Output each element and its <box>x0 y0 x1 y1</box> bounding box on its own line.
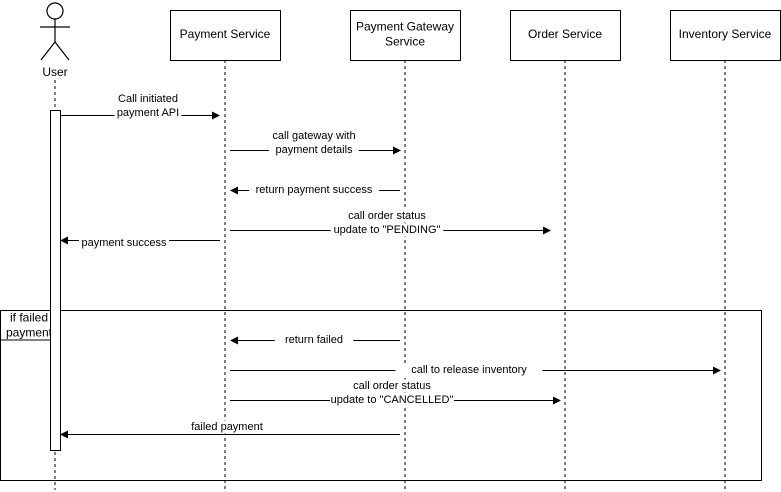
label-background <box>274 333 354 347</box>
message-label-line: failed payment <box>191 421 263 433</box>
message-label-line: payment details <box>275 144 353 156</box>
message-label: payment success <box>79 236 169 250</box>
participant-order-box <box>510 10 621 61</box>
message-payment-to-user: payment success <box>60 236 220 250</box>
label-background <box>263 129 365 143</box>
label-background <box>249 183 379 197</box>
participant-user-label-line: User <box>42 65 67 79</box>
participant-gateway-label-line: Service <box>385 35 425 49</box>
message-label-line: payment API <box>117 107 179 119</box>
message-label: Call initiated payment API <box>105 92 191 120</box>
label-background <box>269 143 359 157</box>
participant-payment-box <box>170 10 281 61</box>
label-background <box>184 420 270 434</box>
message-gateway-to-payment: return failed <box>230 333 400 347</box>
message-payment-to-gateway: call gateway with payment details <box>230 129 401 157</box>
message-label-line: call order status <box>353 380 431 392</box>
participant-order-label: Order Service <box>528 27 602 41</box>
message-label-line: call to release inventory <box>411 364 527 376</box>
label-background <box>329 393 455 407</box>
fragment-frame <box>0 310 762 481</box>
label-background <box>330 223 444 237</box>
message-label: call order status update to "PENDING" <box>330 209 444 237</box>
message-label-line: call order status <box>348 210 426 222</box>
label-background <box>79 236 169 250</box>
message-gateway-to-payment: return payment success <box>230 183 400 197</box>
participant-payment-label: Payment Service <box>180 27 271 41</box>
participant-inventory-box <box>670 10 781 61</box>
participant-inventory-label: Inventory Service <box>679 27 772 41</box>
fragment-label-line: if failed <box>10 311 48 325</box>
message-label-line: Call initiated <box>118 93 178 105</box>
message-label: call order status update to "CANCELLED" <box>329 379 455 407</box>
actor-user-icon <box>40 2 70 61</box>
message-payment-to-order: call order status update to "CANCELLED" <box>230 379 561 407</box>
message-label-line: update to "CANCELLED" <box>331 394 454 406</box>
participant-gateway-box <box>350 10 461 61</box>
participant-inventory-label-line: Inventory Service <box>679 27 772 41</box>
message-label-line: update to "PENDING" <box>334 224 441 236</box>
message-payment-to-order: call order status update to "PENDING" <box>230 209 551 237</box>
label-background <box>341 379 443 393</box>
message-label: call gateway with payment details <box>263 129 365 157</box>
message-gateway-to-user: failed payment <box>60 420 400 439</box>
label-background <box>336 209 438 223</box>
message-label-line: return failed <box>285 334 343 346</box>
message-label: return failed <box>274 333 354 347</box>
activation-bar-user <box>50 110 61 451</box>
participant-order-label-line: Order Service <box>528 27 602 41</box>
label-background <box>114 106 182 120</box>
participant-payment-label-line: Payment Service <box>180 27 271 41</box>
message-label: return payment success <box>249 183 379 197</box>
label-background <box>105 92 191 106</box>
message-label-line: call gateway with <box>272 130 355 142</box>
message-payment-to-inventory: call to release inventory <box>230 363 721 377</box>
participant-gateway-label-line: Payment Gateway <box>356 20 454 34</box>
participant-user-label: User <box>42 65 67 79</box>
message-user-to-payment: Call initiated payment API <box>60 92 220 120</box>
message-label-line: return payment success <box>256 184 373 196</box>
label-background <box>395 363 543 377</box>
message-label: call to release inventory <box>395 363 543 377</box>
message-label: failed payment <box>184 420 270 434</box>
message-label-line: payment success <box>82 237 167 249</box>
fragment-label-line: payment <box>6 326 53 340</box>
